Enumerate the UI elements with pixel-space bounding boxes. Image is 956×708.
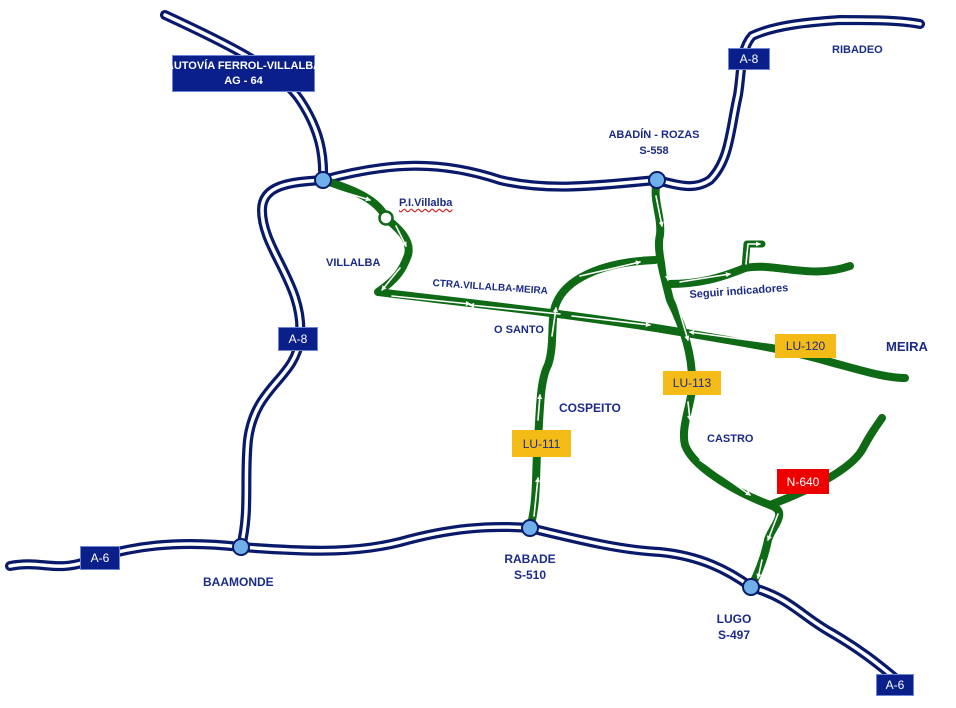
label-lugo-line1: LUGO — [716, 612, 752, 626]
sign-a6-west: A-6 — [80, 546, 120, 570]
junction-pi-villalba — [378, 210, 394, 226]
sign-a6-east: A-6 — [876, 674, 914, 696]
sign-lu113: LU-113 — [663, 371, 721, 395]
motorway-a8-east — [318, 15, 925, 192]
junction-lugo — [742, 578, 760, 596]
junction-baamonde — [232, 538, 250, 556]
label-pi-villalba: P.I.Villalba — [399, 197, 453, 209]
label-villalba: VILLALBA — [326, 257, 381, 269]
sign-n640: N-640 — [777, 469, 829, 494]
junction-villalba — [314, 171, 332, 189]
sign-autovia-ferrol-villalba: AUTOVÍA FERROL-VILLALBA AG - 64 — [166, 55, 321, 92]
label-ribadeo: RIBADEO — [832, 44, 883, 56]
sign-autovia-line1: AUTOVÍA FERROL-VILLALBA — [165, 59, 322, 72]
label-lugo-line2: S-497 — [717, 628, 751, 642]
label-rabade-line2: S-510 — [513, 568, 547, 582]
sign-lu120: LU-120 — [775, 334, 836, 358]
sign-a8-west: A-8 — [278, 327, 318, 351]
label-abadin-rozas: ABADÍN - ROZAS S-558 — [600, 128, 708, 158]
label-abadin-line1: ABADÍN - ROZAS — [608, 129, 700, 141]
route-lu111 — [526, 256, 659, 532]
label-cospeito: COSPEITO — [559, 401, 621, 415]
motorway-a8-south — [236, 175, 328, 552]
sign-autovia-line2: AG - 64 — [224, 74, 263, 87]
junction-rabade — [521, 519, 539, 537]
label-rabade-line1: RABADE — [504, 552, 556, 566]
sign-lu111: LU-111 — [512, 430, 571, 457]
label-castro: CASTRO — [707, 433, 754, 445]
label-meira: MEIRA — [886, 339, 928, 354]
label-baamonde: BAAMONDE — [203, 575, 274, 589]
label-rabade: RABADE S-510 — [494, 552, 566, 582]
junction-abadin — [648, 171, 666, 189]
label-o-santo: O SANTO — [494, 324, 544, 336]
label-lugo: LUGO S-497 — [698, 612, 770, 642]
label-abadin-line2: S-558 — [639, 145, 669, 157]
route-seguir — [664, 262, 854, 288]
sign-a8-north: A-8 — [728, 48, 770, 70]
